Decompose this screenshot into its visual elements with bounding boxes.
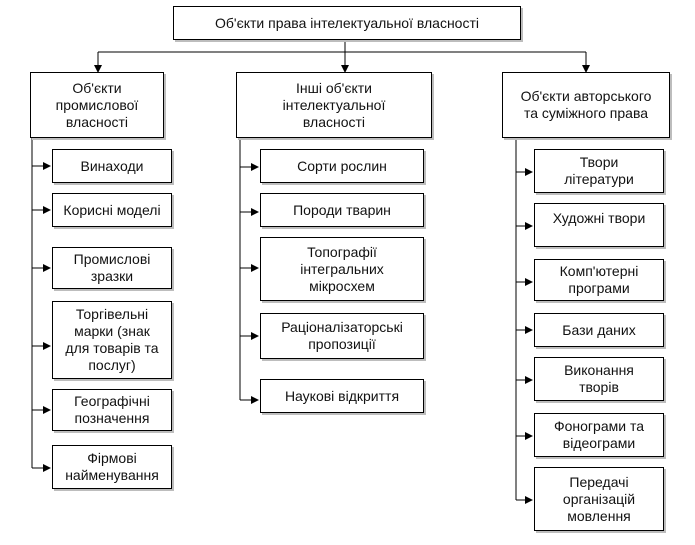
header-other-ip-objects: Інші об'єкти інтелектуальної власності: [236, 72, 432, 138]
item-rationalization-proposals: Раціоналізаторські пропозиції: [260, 313, 424, 359]
item-scientific-discoveries: Наукові відкриття: [260, 379, 424, 413]
item-performances: Виконання творів: [534, 357, 664, 401]
item-trademarks: Торгівельні марки (знак для товарів та п…: [52, 301, 172, 379]
item-geographical-indications: Географічні позначення: [52, 389, 172, 431]
item-trade-names: Фірмові найменування: [52, 445, 172, 489]
item-broadcasts: Передачі організацій мовлення: [534, 467, 664, 531]
root-node: Об'єкти права інтелектуальної власності: [173, 6, 521, 40]
item-inventions: Винаходи: [52, 149, 172, 183]
header-copyright: Об'єкти авторського та суміжного права: [502, 72, 670, 138]
item-animal-breeds: Породи тварин: [260, 193, 424, 227]
item-phonograms-videograms: Фонограми та відеограми: [534, 413, 664, 457]
item-art-works: Художні твори: [534, 203, 664, 247]
item-ic-topographies: Топографії інтегральних мікросхем: [260, 237, 424, 301]
item-industrial-designs: Промислові зразки: [52, 247, 172, 289]
item-databases: Бази даних: [534, 313, 664, 347]
header-industrial-property: Об'єкти промислової власності: [30, 72, 164, 138]
item-computer-programs: Комп'ютерні програми: [534, 259, 664, 301]
item-utility-models: Корисні моделі: [52, 193, 172, 227]
item-literary-works: Твори літератури: [534, 149, 664, 193]
item-plant-varieties: Сорти рослин: [260, 149, 424, 183]
